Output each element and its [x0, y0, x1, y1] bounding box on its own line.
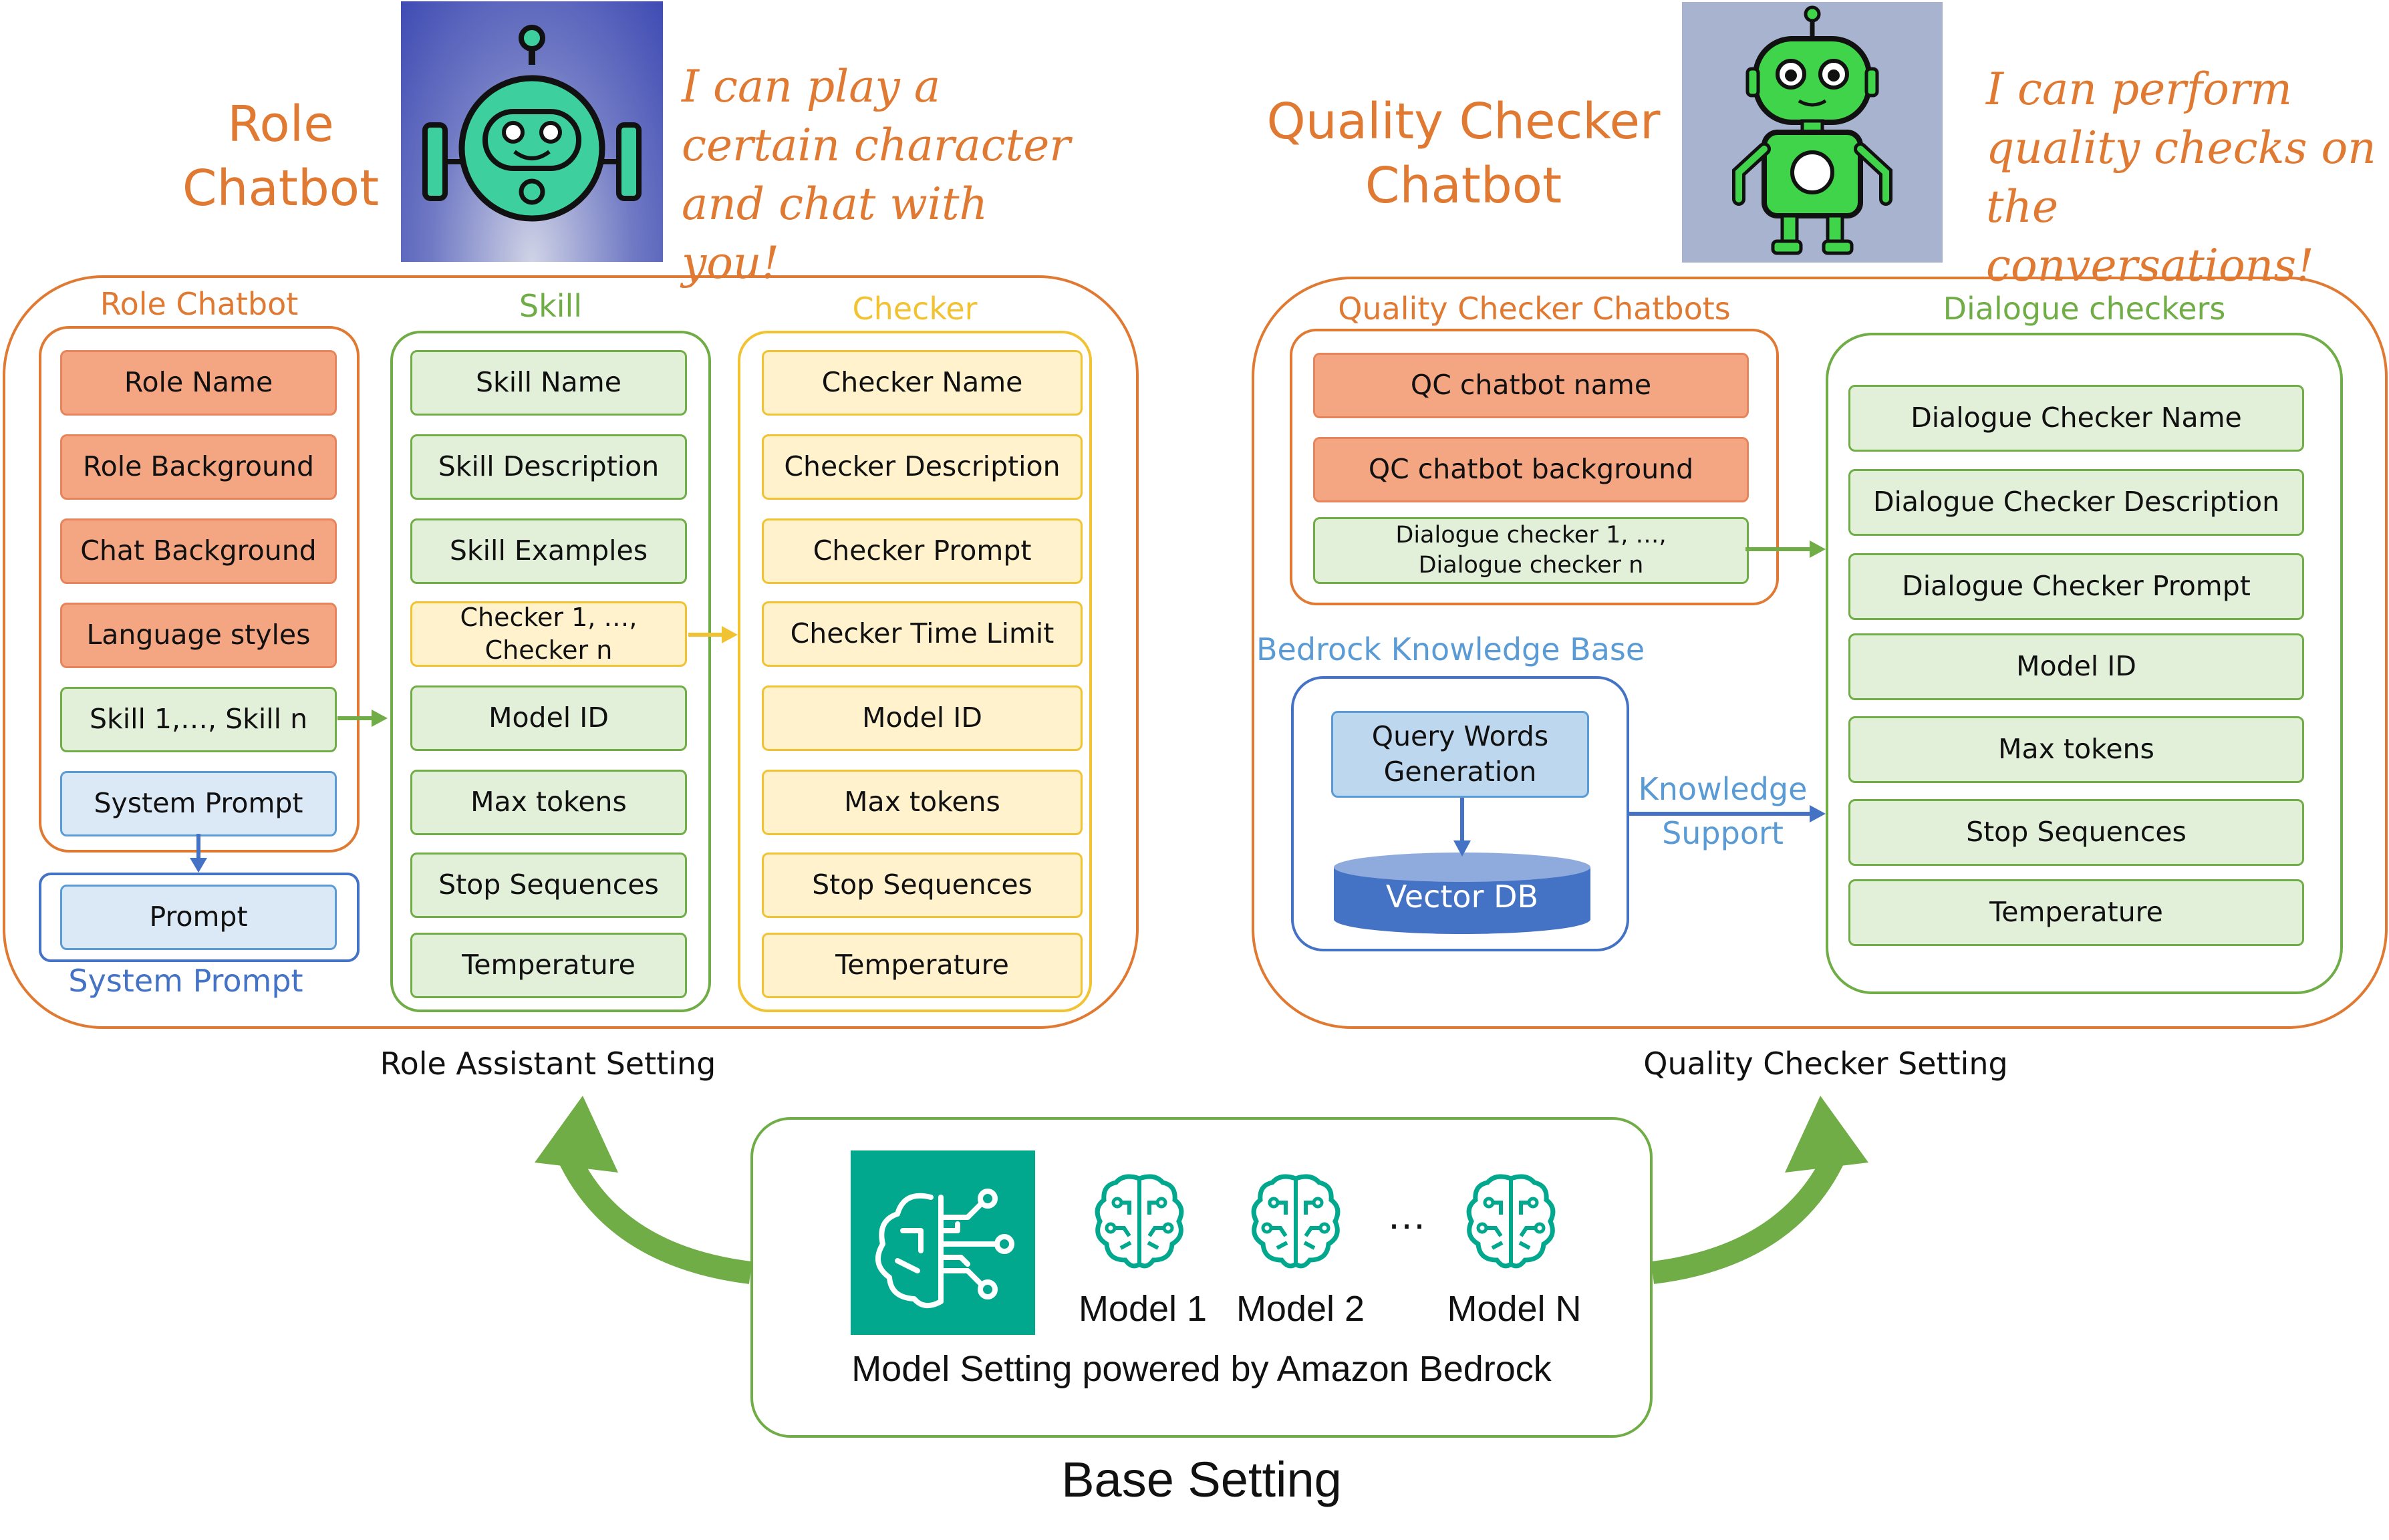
role-chatbot-item-5: Skill 1,…, Skill n [60, 687, 337, 752]
role-chatbot-item-1: Role Name [60, 350, 337, 416]
role-chatbot-item-2: Role Background [60, 434, 337, 500]
checker-item-2: Checker Description [762, 434, 1083, 500]
quality-checker-setting-frame [1252, 277, 2388, 1029]
dialogue-checker-item-6: Stop Sequences [1848, 799, 2304, 866]
dialogue-checker-item-7: Temperature [1848, 879, 2304, 946]
qc-chatbot-quote: I can perform quality checks on the conv… [1986, 63, 2376, 291]
skill-item-1: Skill Name [410, 350, 687, 416]
knowledge-support-label: Knowledge Support [1638, 771, 1808, 851]
knowledge-base-label: Bedrock Knowledge Base [1256, 631, 1645, 667]
skill-item-8: Temperature [410, 933, 687, 998]
query-words-generation-item: Query Words Generation [1331, 711, 1589, 798]
dialogue-checker-item-1: Dialogue Checker Name [1848, 385, 2304, 452]
checker-item-7: Stop Sequences [762, 853, 1083, 918]
dialogue-checker-item-4: Model ID [1848, 633, 2304, 700]
checker-item-1: Checker Name [762, 350, 1083, 416]
model-setting-caption: Model Setting powered by Amazon Bedrock [851, 1349, 1552, 1389]
role-chatbot-quote: I can play a certain character and chat … [682, 61, 1071, 289]
dialogue-checkers-group-label: Dialogue checkers [1943, 291, 2226, 327]
checker-item-5: Model ID [762, 685, 1083, 751]
role-chatbot-item-6: System Prompt [60, 771, 337, 836]
skill-item-2: Skill Description [410, 434, 687, 500]
prompt-item: Prompt [60, 885, 337, 950]
role-chatbot-item-4: Language styles [60, 603, 337, 668]
quality-checker-setting-label: Quality Checker Setting [1643, 1046, 2008, 1082]
model-n-label: Model N [1447, 1289, 1582, 1329]
checker-item-4: Checker Time Limit [762, 601, 1083, 667]
role-chatbot-group-label: Role Chatbot [100, 286, 299, 322]
qc-chatbot-item-2: QC chatbot background [1313, 437, 1749, 502]
checker-group-label: Checker [852, 291, 978, 327]
role-chatbot-title: Role Chatbot [182, 96, 380, 217]
dialogue-checker-item-5: Max tokens [1848, 716, 2304, 783]
model-2-label: Model 2 [1236, 1289, 1365, 1329]
skill-item-3: Skill Examples [410, 518, 687, 584]
qc-chatbot-item-1: QC chatbot name [1313, 353, 1749, 418]
vector-db-label: Vector DB [1385, 879, 1539, 915]
skill-item-6: Max tokens [410, 770, 687, 835]
dialogue-checker-item-2: Dialogue Checker Description [1848, 469, 2304, 536]
qc-chatbots-group-label: Quality Checker Chatbots [1338, 291, 1731, 327]
skill-item-5: Model ID [410, 685, 687, 751]
checker-item-6: Max tokens [762, 770, 1083, 835]
qc-robot-image [1682, 2, 1943, 263]
role-robot-image [401, 1, 663, 262]
qc-chatbot-title: Quality Checker Chatbot [1266, 93, 1661, 214]
role-assistant-setting-label: Role Assistant Setting [380, 1046, 716, 1082]
qc-chatbot-item-3: Dialogue checker 1, …, Dialogue checker … [1313, 517, 1749, 584]
skill-group-label: Skill [519, 288, 583, 324]
base-setting-label: Base Setting [1061, 1452, 1342, 1507]
checker-item-8: Temperature [762, 933, 1083, 998]
skill-item-7: Stop Sequences [410, 853, 687, 918]
system-prompt-group-label: System Prompt [68, 963, 303, 999]
ellipsis-label: … [1387, 1193, 1427, 1237]
dialogue-checker-item-3: Dialogue Checker Prompt [1848, 553, 2304, 620]
bedrock-logo-icon [851, 1150, 1035, 1335]
skill-item-4: Checker 1, …, Checker n [410, 601, 687, 667]
checker-item-3: Checker Prompt [762, 518, 1083, 584]
role-assistant-setting-frame [3, 275, 1139, 1029]
role-chatbot-item-3: Chat Background [60, 518, 337, 584]
model-1-label: Model 1 [1078, 1289, 1208, 1329]
